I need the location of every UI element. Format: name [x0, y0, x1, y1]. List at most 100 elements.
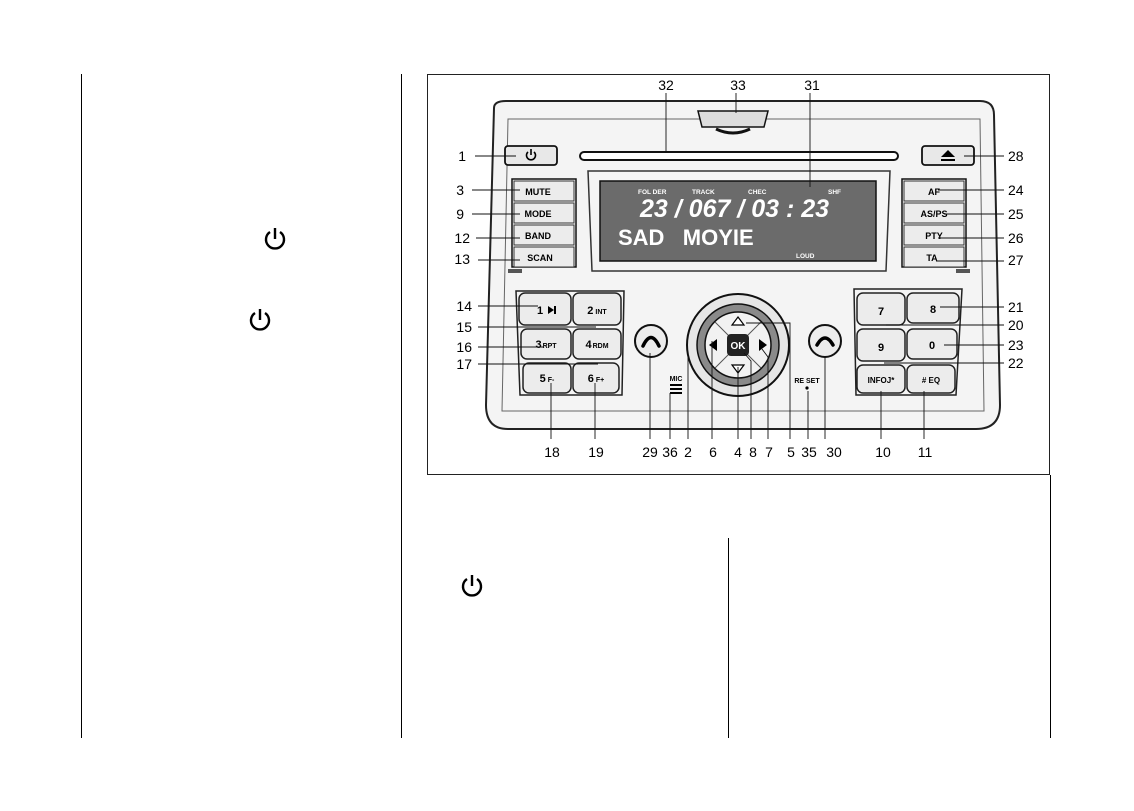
- callout-9: 9: [456, 206, 464, 222]
- callout-numbers: 32 33 31 1 3 9 12 13 14 15 16 17 28 24 2…: [454, 77, 1023, 460]
- microphone-grille: [670, 384, 682, 394]
- next-track-icon: [548, 306, 556, 314]
- key-9-label: 9: [878, 342, 884, 354]
- callout-13: 13: [454, 251, 470, 267]
- power-icon: [249, 309, 271, 331]
- display-chec-label: CHEC: [748, 189, 767, 196]
- af-label: AF: [928, 187, 940, 197]
- callout-32: 32: [658, 77, 674, 93]
- mode-button[interactable]: [513, 202, 575, 224]
- reset-button[interactable]: [805, 386, 809, 390]
- preset-5-button[interactable]: [522, 362, 572, 394]
- callout-36: 36: [662, 444, 678, 460]
- callout-20: 20: [1008, 317, 1024, 333]
- preset-6-button[interactable]: [572, 362, 620, 394]
- display-loud-label: LOUD: [796, 253, 815, 260]
- phone-answer-button[interactable]: [634, 324, 668, 358]
- callout-22: 22: [1008, 355, 1024, 371]
- preset-4-button[interactable]: [572, 328, 622, 360]
- callout-15: 15: [456, 319, 472, 335]
- callout-4: 4: [734, 444, 742, 460]
- cd-slot-cover: [697, 110, 769, 128]
- callout-3: 3: [456, 182, 464, 198]
- callout-26: 26: [1008, 230, 1024, 246]
- callout-11: 11: [918, 444, 933, 460]
- callout-23: 23: [1008, 337, 1024, 353]
- callout-14: 14: [456, 298, 472, 314]
- power-button-icon: [525, 149, 537, 161]
- af-button[interactable]: [903, 180, 965, 202]
- callout-28: 28: [1008, 148, 1024, 164]
- callout-21: 21: [1008, 299, 1024, 315]
- as-ps-label: AS/PS: [920, 209, 947, 219]
- power-button[interactable]: [504, 145, 558, 166]
- callout-27: 27: [1008, 252, 1024, 268]
- callout-35: 35: [801, 444, 817, 460]
- callout-12: 12: [454, 230, 470, 246]
- right-column-rule: [1050, 475, 1051, 738]
- ta-label: TA: [926, 253, 938, 263]
- key-7-button[interactable]: [856, 292, 906, 326]
- band-label: BAND: [525, 231, 551, 241]
- preset-3-button[interactable]: [520, 328, 572, 360]
- callout-8: 8: [749, 444, 757, 460]
- key-0-label: 0: [929, 340, 935, 352]
- display-line-1: 23 / 067 / 03 : 23: [639, 195, 829, 223]
- nav-right-icon[interactable]: [759, 339, 767, 351]
- ok-button[interactable]: [727, 334, 749, 356]
- key-7-label: 7: [878, 306, 884, 318]
- mic-label: MIC: [670, 376, 683, 383]
- info-label: INFOJ*: [868, 376, 896, 385]
- as-ps-button[interactable]: [903, 202, 965, 224]
- key-8-label: 8: [930, 304, 936, 316]
- mute-button[interactable]: [513, 180, 575, 202]
- display-shf-label: SHF: [828, 189, 841, 196]
- phone-hangup-button[interactable]: [808, 324, 842, 358]
- cd-slot: [579, 151, 899, 161]
- callout-30: 30: [826, 444, 842, 460]
- callout-10: 10: [875, 444, 891, 460]
- callout-31: 31: [804, 77, 820, 93]
- key-8-button[interactable]: [906, 292, 960, 324]
- left-column-rule: [81, 74, 82, 738]
- key-0-button[interactable]: [906, 328, 958, 360]
- nav-left-icon[interactable]: [709, 339, 717, 351]
- nav-up-icon[interactable]: [730, 316, 746, 326]
- scan-button[interactable]: [513, 246, 575, 268]
- preset-2-button[interactable]: [572, 292, 622, 326]
- mute-label: MUTE: [525, 187, 551, 197]
- power-icon: [461, 575, 483, 597]
- callout-1: 1: [458, 148, 466, 164]
- band-button[interactable]: [513, 224, 575, 246]
- phone-hangup-icon: [815, 336, 835, 347]
- callout-6: 6: [709, 444, 717, 460]
- pty-label: PTY: [925, 231, 943, 241]
- power-icon: [264, 228, 286, 250]
- ok-label: OK: [731, 341, 747, 352]
- key-9-button[interactable]: [856, 328, 906, 362]
- callout-29: 29: [642, 444, 658, 460]
- scan-label: SCAN: [527, 253, 553, 263]
- leader-lines: [472, 93, 1004, 439]
- reset-label: RE SET: [794, 378, 820, 385]
- callout-5: 5: [787, 444, 795, 460]
- middle-column-rule: [401, 74, 402, 738]
- pty-button[interactable]: [903, 224, 965, 246]
- eq-button[interactable]: [906, 364, 956, 394]
- preset-4-label: 4RDM: [585, 339, 608, 351]
- callout-17: 17: [456, 356, 472, 372]
- eq-label: # EQ: [922, 376, 940, 385]
- callout-18: 18: [544, 444, 560, 460]
- eject-icon: [941, 150, 955, 161]
- ta-button[interactable]: [903, 246, 965, 268]
- display-screen: [599, 180, 877, 262]
- callout-24: 24: [1008, 182, 1024, 198]
- bottom-column-rule: [728, 538, 729, 738]
- preset-1-button[interactable]: [518, 292, 572, 326]
- callout-2: 2: [684, 444, 692, 460]
- callout-16: 16: [456, 339, 472, 355]
- phone-answer-icon: [641, 335, 661, 348]
